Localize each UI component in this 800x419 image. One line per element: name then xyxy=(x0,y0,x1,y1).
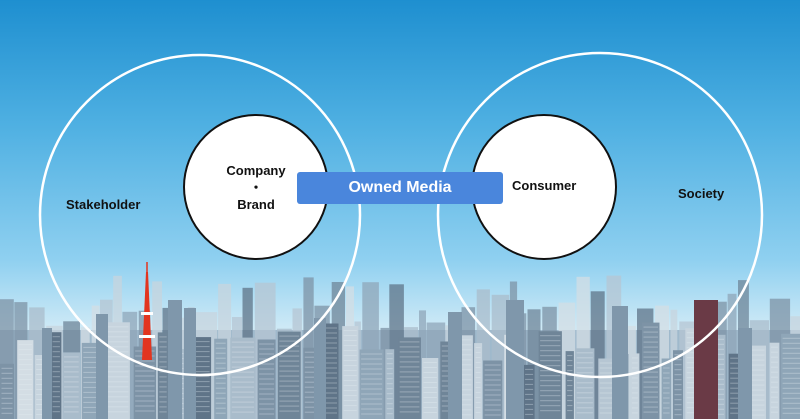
consumer-label: Consumer xyxy=(512,178,577,193)
owned-media-banner: Owned Media xyxy=(297,172,503,204)
company-label: Company xyxy=(226,163,286,178)
society-label: Society xyxy=(678,186,725,201)
company-brand-label-group: Company ・ Brand xyxy=(206,162,306,213)
skyline-buildings xyxy=(0,275,800,419)
stakeholder-label: Stakeholder xyxy=(66,197,141,212)
company-brand-separator: ・ xyxy=(249,180,263,195)
brand-label: Brand xyxy=(237,197,275,212)
society-circle xyxy=(436,51,764,379)
tokyo-tower-icon xyxy=(139,262,155,360)
stakeholder-circle xyxy=(38,53,362,377)
